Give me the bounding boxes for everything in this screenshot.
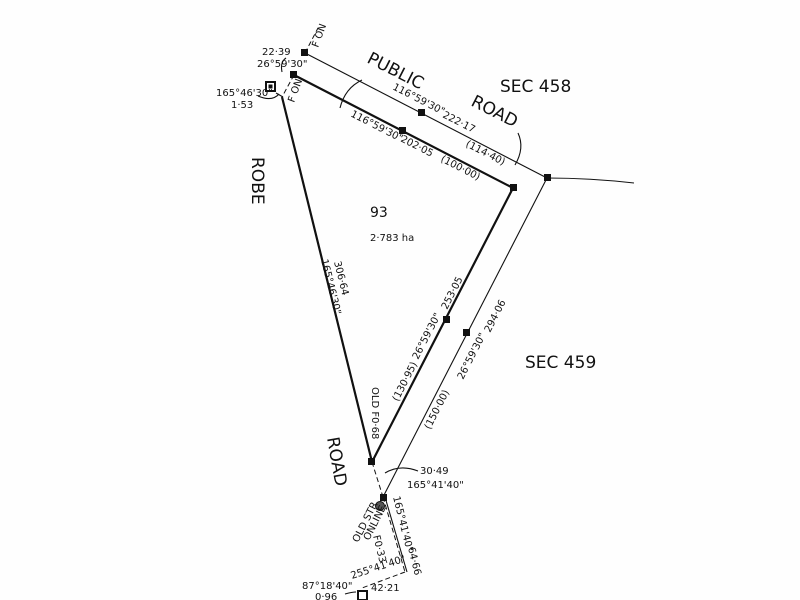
mark [443,316,450,323]
mark [544,174,551,181]
old-f-label: OLD F0·68 [369,387,380,439]
road-name-robe: ROBE [247,157,267,205]
south-bearing-1: 165°41'40" [407,480,464,491]
mark [380,494,387,501]
ref-bearing: 165°46'30" [216,88,273,99]
old-star-picket-icon [375,501,385,511]
east-outer-bearing: 26°59'30" [456,331,489,381]
section-458: SEC 458 [500,77,571,97]
arrow-30-49 [384,467,419,474]
f-on-connector [281,74,295,98]
mark [301,49,308,56]
reference-mark-dot [268,84,273,89]
arrow-22-39 [280,57,287,73]
ref-tick [275,92,284,98]
f-on-connector-top [304,27,319,54]
arrow-ref-south [344,591,357,595]
mark [510,184,517,191]
arrow-public [339,79,363,109]
mark [290,71,297,78]
section-459: SEC 459 [525,353,596,373]
mark [418,109,425,116]
east-outer-dist: 294·06 [483,298,509,334]
south-line [384,496,408,573]
public-road-alignment [304,52,548,179]
road-name-robe-road: ROAD [322,435,350,487]
top-dist: 22·39 [262,47,291,58]
parcel-number: 93 [370,205,388,221]
ref-dist: 1·53 [231,100,253,111]
arrow-ref [257,93,280,100]
ref-bearing-south: 87°18'40" [302,581,353,592]
south-dist-3: 42·21 [371,583,400,594]
survey-marks [290,49,551,501]
mark [399,127,406,134]
road-connector [371,461,384,498]
south-bearing-2: 165°41'40" [390,495,414,553]
section-boundary [546,177,635,184]
f-on-label: F ON [310,22,329,49]
f-on-label: F ON [286,77,305,104]
reference-mark-icon [357,590,368,600]
outer-north-dist: 222·17 [441,110,477,136]
top-bearing: 26°59'30" [257,59,308,70]
south-dist-1: 30·49 [420,466,449,477]
arrow-road [514,132,522,166]
mark [368,458,375,465]
ref-dist-south: 0·96 [315,592,337,600]
parcel-area: 2·783 ha [370,233,414,244]
south-dist-2: 64·66 [405,546,423,576]
mark [463,329,470,336]
south-dash [382,496,406,573]
east-road-alignment [382,177,548,498]
